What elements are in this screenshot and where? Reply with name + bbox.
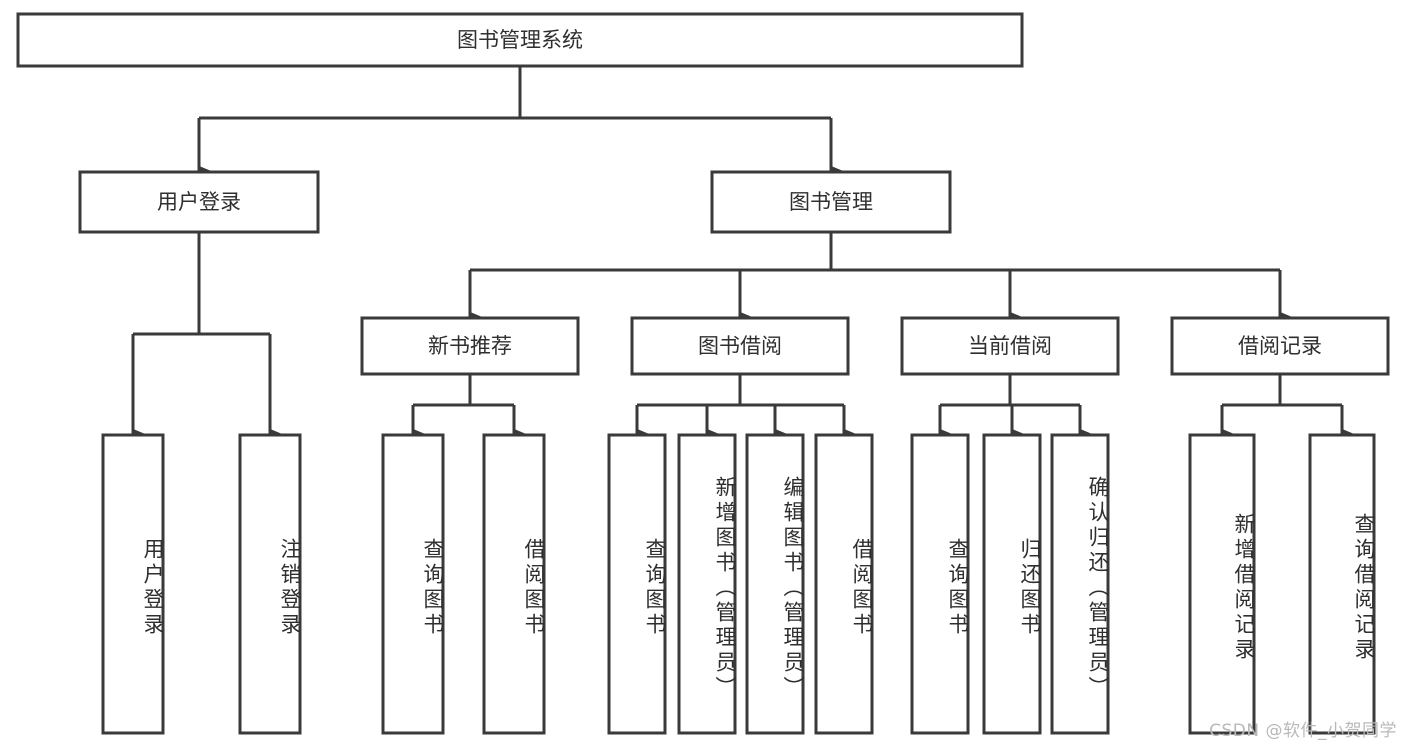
node-leaf-query-book-1[interactable] <box>381 433 445 735</box>
watermark: CSDN @软件_小贺同学 <box>1209 721 1397 741</box>
node-book-manage-label: 图书管理 <box>789 190 873 214</box>
node-leaf-query-record[interactable] <box>1308 433 1376 735</box>
node-leaf-query-book-3[interactable] <box>910 433 970 735</box>
node-current-borrow-label: 当前借阅 <box>968 334 1052 358</box>
node-user-login[interactable] <box>78 170 320 234</box>
node-leaf-query-book-2[interactable] <box>607 433 667 735</box>
node-leaf-user-logout[interactable] <box>238 433 302 735</box>
node-book-borrow[interactable] <box>630 316 850 376</box>
node-borrow-record[interactable] <box>1170 316 1390 376</box>
box-layer <box>16 12 1390 735</box>
node-book-borrow-label: 图书借阅 <box>698 334 782 358</box>
node-leaf-edit-book[interactable] <box>745 433 805 735</box>
node-leaf-user-login[interactable] <box>101 433 165 735</box>
node-new-book-recommend-label: 新书推荐 <box>428 334 512 358</box>
node-book-manage[interactable] <box>710 170 952 234</box>
node-root-label: 图书管理系统 <box>457 28 583 52</box>
node-user-login-label: 用户登录 <box>157 190 241 214</box>
node-leaf-borrow-book-1[interactable] <box>482 433 546 735</box>
node-leaf-add-record[interactable] <box>1188 433 1256 735</box>
node-current-borrow[interactable] <box>900 316 1120 376</box>
node-new-book-recommend[interactable] <box>360 316 580 376</box>
connector-layer <box>131 66 1355 440</box>
node-leaf-return-book[interactable] <box>982 433 1042 735</box>
node-root[interactable] <box>16 12 1024 68</box>
node-leaf-borrow-book-2[interactable] <box>814 433 874 735</box>
node-leaf-confirm-return[interactable] <box>1050 433 1110 735</box>
node-leaf-add-book[interactable] <box>677 433 737 735</box>
node-borrow-record-label: 借阅记录 <box>1238 334 1322 358</box>
